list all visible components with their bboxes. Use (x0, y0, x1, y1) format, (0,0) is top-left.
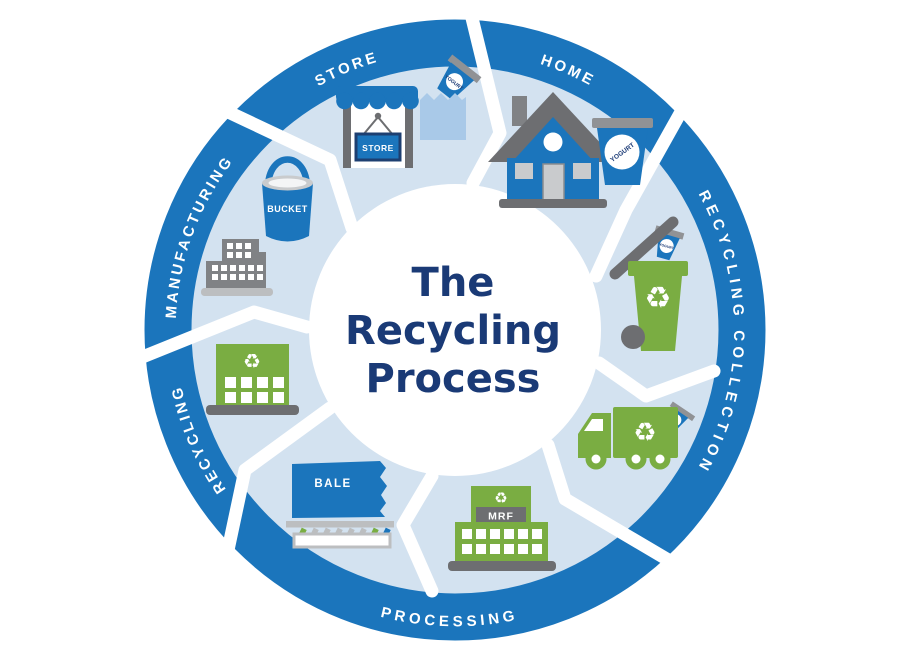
divider-mrf-bale (396, 469, 439, 598)
door (542, 163, 565, 203)
title-line-3: Process (366, 356, 541, 402)
store-sign (354, 132, 402, 162)
divider-manufacturing-store (217, 103, 359, 235)
sign-strings (362, 116, 394, 136)
store-sign-label: STORE (362, 143, 394, 153)
yogurt-cup-icon: YOGURT (592, 118, 653, 185)
yogurt-cup-icon: YOGURT (437, 54, 482, 101)
mrf-windows (462, 529, 542, 554)
factory-base (201, 288, 273, 296)
divider-processing-recycling (221, 401, 337, 557)
conveyor-bar (286, 521, 394, 528)
bucket-label: BUCKET (267, 204, 308, 214)
bin-lid (609, 216, 679, 280)
truck-box (613, 407, 678, 458)
truck-wheels (585, 448, 671, 470)
bucket-handle (264, 156, 311, 189)
center-circle (309, 184, 601, 476)
diagram-title: The Recycling Process (345, 260, 561, 402)
shopping-bag-icon: YOGURT (420, 54, 482, 140)
storefront-icon: STORE (336, 86, 419, 168)
bucket-icon: BUCKET (262, 156, 313, 242)
title-line-2: Recycling (345, 308, 561, 354)
wedge-dividers (133, 7, 721, 598)
window (515, 163, 533, 179)
mrf-building-icon: ♻ MRF (448, 486, 556, 571)
divider-collection-processing (541, 438, 677, 568)
bale-label: BALE (314, 478, 351, 490)
awning-scallops (336, 92, 419, 110)
recycling-truck-icon: ♻ (578, 401, 696, 470)
factory-icon (201, 239, 273, 296)
outer-ring (144, 19, 766, 641)
gable-window (543, 132, 563, 152)
bale-conveyor-icon: BALE (286, 461, 394, 549)
mrf-sign-label: MRF (488, 511, 514, 523)
divider-bin-truck (592, 356, 721, 403)
cab-window (584, 419, 603, 431)
facility-base (206, 405, 299, 415)
recycle-symbol-icon: ♻ (243, 349, 261, 373)
divider-recycling-manufacturing (133, 305, 314, 365)
mrf-sign (476, 507, 526, 523)
house-base (499, 199, 607, 208)
recycle-symbol-icon: ♻ (633, 418, 656, 448)
divider-home-collection (589, 103, 689, 283)
recycle-symbol-icon: ♻ (645, 281, 672, 316)
conveyor-base (292, 532, 392, 549)
bin-wheel (621, 325, 645, 349)
bale (292, 461, 387, 518)
house-icon (488, 92, 618, 208)
facility-windows (225, 377, 284, 403)
svg-text:YOGURT: YOGURT (659, 243, 675, 251)
chimney (512, 96, 527, 126)
title-line-1: The (412, 260, 495, 306)
divider-store-home (464, 7, 507, 190)
factory-windows (212, 243, 263, 280)
mrf-base (448, 561, 556, 571)
recycling-facility-icon: ♻ (206, 344, 299, 415)
window (573, 163, 591, 179)
recycle-symbol-icon: ♻ (494, 489, 507, 507)
recycling-bin-icon: YOGURT ♻ (609, 216, 688, 351)
